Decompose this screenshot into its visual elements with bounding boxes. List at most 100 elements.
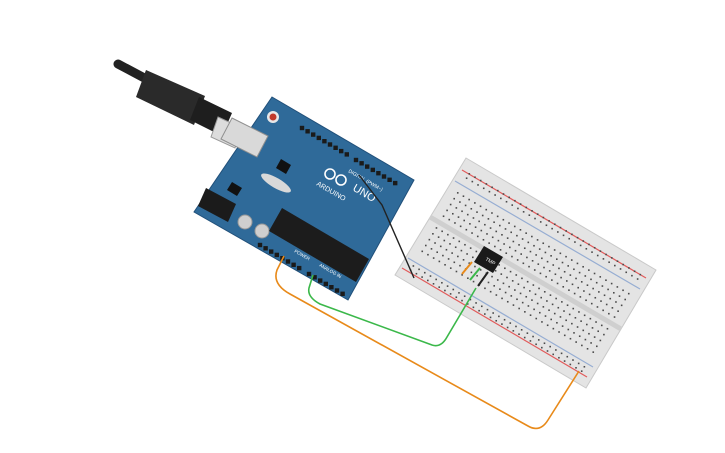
header-pin[interactable]: [353, 157, 359, 163]
breadboard-hole[interactable]: [573, 292, 576, 295]
breadboard-hole[interactable]: [545, 275, 547, 278]
breadboard-hole[interactable]: [557, 231, 559, 233]
breadboard-hole[interactable]: [533, 244, 535, 247]
header-pin[interactable]: [333, 145, 338, 150]
digital-header-pins[interactable]: [299, 125, 349, 157]
breadboard-hole[interactable]: [460, 249, 463, 252]
breadboard-hole[interactable]: [554, 273, 557, 276]
breadboard-hole[interactable]: [531, 235, 533, 238]
breadboard-hole[interactable]: [534, 293, 537, 296]
breadboard-hole[interactable]: [432, 257, 435, 259]
breadboard-hole[interactable]: [543, 290, 546, 293]
breadboard-hole[interactable]: [525, 206, 528, 209]
breadboard-hole[interactable]: [567, 328, 570, 331]
breadboard-hole[interactable]: [558, 267, 560, 270]
breadboard-hole[interactable]: [543, 342, 546, 345]
breadboard-hole[interactable]: [546, 324, 549, 327]
breadboard-hole[interactable]: [436, 251, 438, 254]
breadboard-hole[interactable]: [468, 198, 470, 201]
breadboard-hole[interactable]: [596, 345, 598, 348]
breadboard-hole[interactable]: [590, 278, 592, 281]
breadboard-hole[interactable]: [548, 220, 550, 222]
breadboard-hole[interactable]: [421, 250, 424, 253]
header-pin[interactable]: [359, 161, 364, 166]
breadboard-hole[interactable]: [468, 173, 471, 175]
breadboard-hole[interactable]: [524, 311, 526, 313]
breadboard-hole[interactable]: [521, 277, 523, 280]
header-pin[interactable]: [305, 129, 310, 134]
header-pin[interactable]: [329, 285, 334, 290]
breadboard-hole[interactable]: [459, 264, 461, 267]
breadboard-hole[interactable]: [529, 340, 532, 342]
breadboard-hole[interactable]: [427, 279, 429, 282]
breadboard-hole[interactable]: [442, 254, 444, 257]
breadboard-hole[interactable]: [446, 285, 449, 287]
breadboard-hole[interactable]: [479, 179, 482, 182]
breadboard-hole[interactable]: [556, 321, 558, 324]
breadboard-hole[interactable]: [578, 311, 580, 313]
breadboard-hole[interactable]: [521, 238, 524, 240]
breadboard-hole[interactable]: [478, 220, 480, 223]
breadboard-hole[interactable]: [614, 264, 616, 267]
breadboard-hole[interactable]: [494, 269, 497, 272]
breadboard-hole[interactable]: [463, 219, 465, 222]
breadboard-hole[interactable]: [522, 262, 525, 265]
breadboard-hole[interactable]: [496, 279, 499, 281]
wire-orange[interactable]: [275, 255, 580, 430]
breadboard-hole[interactable]: [529, 250, 532, 253]
breadboard-hole[interactable]: [526, 332, 529, 334]
analog-header-pins[interactable]: [306, 271, 345, 296]
breadboard-hole[interactable]: [461, 210, 463, 213]
breadboard-hole[interactable]: [506, 276, 508, 279]
breadboard-hole[interactable]: [500, 273, 503, 275]
breadboard-hole[interactable]: [519, 292, 522, 295]
breadboard-hole[interactable]: [499, 249, 502, 251]
breadboard-hole[interactable]: [558, 356, 560, 359]
breadboard-hole[interactable]: [492, 312, 494, 314]
breadboard-hole[interactable]: [482, 187, 485, 190]
breadboard-hole[interactable]: [536, 213, 539, 215]
breadboard-hole[interactable]: [464, 204, 467, 207]
breadboard-hole[interactable]: [548, 270, 551, 272]
breadboard-hole[interactable]: [559, 252, 562, 255]
breadboard-hole[interactable]: [447, 233, 449, 236]
breadboard-hole[interactable]: [504, 291, 507, 294]
breadboard-hole[interactable]: [509, 270, 512, 273]
breadboard-hole[interactable]: [532, 335, 534, 338]
breadboard-hole[interactable]: [481, 214, 484, 217]
header-pin[interactable]: [306, 271, 312, 277]
breadboard-hole[interactable]: [510, 295, 513, 297]
breadboard-hole[interactable]: [511, 280, 514, 282]
breadboard-hole[interactable]: [596, 254, 599, 257]
breadboard-hole[interactable]: [528, 214, 531, 216]
breadboard-hole[interactable]: [526, 280, 529, 283]
breadboard-hole[interactable]: [605, 279, 607, 282]
breadboard-hole[interactable]: [558, 331, 560, 333]
breadboard-hole[interactable]: [552, 327, 555, 330]
breadboard-hole[interactable]: [494, 245, 496, 248]
breadboard-hole[interactable]: [518, 333, 520, 336]
breadboard-hole[interactable]: [579, 296, 582, 298]
header-pin[interactable]: [334, 288, 340, 293]
breadboard-hole[interactable]: [438, 286, 441, 288]
breadboard-hole[interactable]: [590, 302, 593, 305]
usb-cable[interactable]: [113, 59, 243, 149]
breadboard-hole[interactable]: [579, 244, 582, 247]
breadboard-hole[interactable]: [525, 295, 528, 298]
breadboard-hole[interactable]: [497, 239, 500, 242]
breadboard-hole[interactable]: [575, 341, 577, 343]
breadboard-hole[interactable]: [510, 231, 512, 234]
breadboard-hole[interactable]: [613, 316, 616, 318]
breadboard-hole[interactable]: [562, 286, 565, 288]
breadboard-hole[interactable]: [576, 236, 579, 239]
breadboard-hole[interactable]: [537, 339, 540, 341]
breadboard-hole[interactable]: [516, 298, 518, 301]
breadboard-hole[interactable]: [446, 209, 448, 212]
breadboard-hole[interactable]: [504, 267, 506, 270]
breadboard-hole[interactable]: [551, 279, 553, 281]
breadboard-hole[interactable]: [469, 298, 472, 301]
breadboard-hole[interactable]: [509, 246, 511, 249]
breadboard-hole[interactable]: [465, 228, 468, 231]
breadboard-hole[interactable]: [478, 309, 480, 312]
breadboard-hole[interactable]: [496, 189, 499, 192]
